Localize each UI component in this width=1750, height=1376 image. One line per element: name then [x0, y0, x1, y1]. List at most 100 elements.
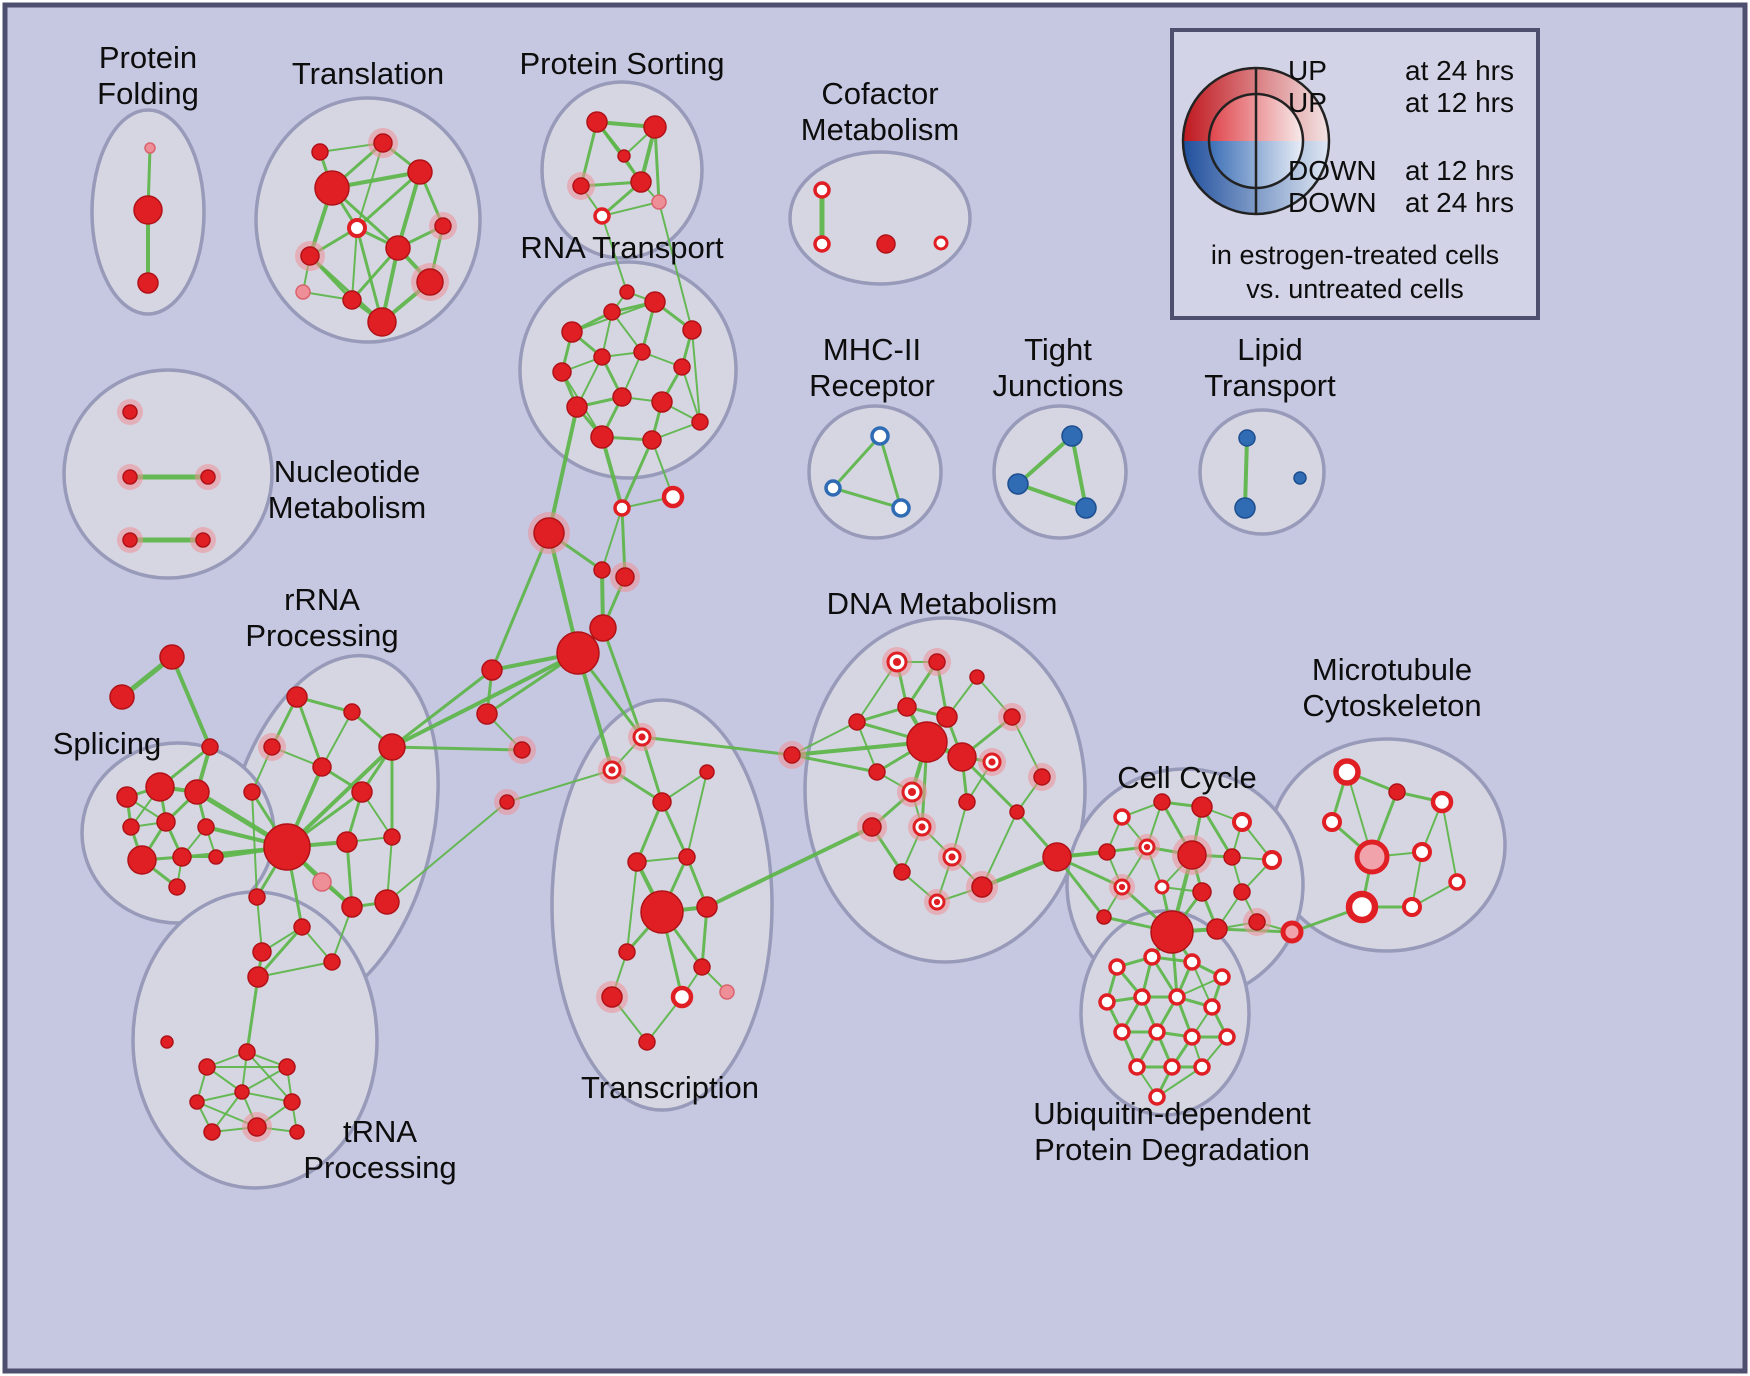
- network-node-ps3: [567, 172, 595, 200]
- network-node-pf3: [137, 272, 159, 294]
- network-edge: [635, 800, 664, 864]
- network-node-ub12: [1218, 1028, 1236, 1046]
- network-node-rr17: [323, 953, 341, 971]
- network-node-ub3: [1183, 953, 1201, 971]
- network-node-dm17: [1009, 804, 1025, 820]
- network-node-dm7: [998, 703, 1026, 731]
- network-node-cc16: [1096, 909, 1112, 925]
- network-node-ps6: [651, 194, 667, 210]
- network-node-rt8: [673, 358, 691, 376]
- network-node-rr9: [336, 831, 358, 853]
- network-node-ps7: [617, 149, 631, 163]
- network-node-dm8: [906, 721, 948, 763]
- network-node-tj1: [1061, 425, 1083, 447]
- network-node-ccL: [1042, 842, 1072, 872]
- network-node-rt12: [590, 425, 614, 449]
- network-node-ub11: [1183, 1028, 1201, 1046]
- network-node-cc1: [1113, 808, 1131, 826]
- cluster-ellipse-lipid-transport: [1198, 408, 1326, 536]
- network-node-mc6: [1412, 842, 1432, 862]
- network-node-c2: [661, 485, 685, 509]
- network-node-tc1: [628, 723, 656, 751]
- network-node-rt4: [682, 320, 702, 340]
- network-edge: [251, 791, 258, 898]
- network-node-t10: [367, 307, 397, 337]
- network-node-t9: [295, 284, 311, 300]
- network-edge: [390, 745, 524, 752]
- network-node-rt15: [619, 284, 635, 300]
- network-edge: [490, 531, 551, 672]
- cluster-label-lipid-transport: Lipid: [1237, 332, 1303, 367]
- network-node-tn3: [278, 1058, 296, 1076]
- network-node-ub2: [1143, 948, 1161, 966]
- network-node-dm6: [936, 706, 958, 728]
- network-node-c1: [613, 499, 631, 517]
- network-node-ub10: [1148, 1023, 1166, 1041]
- network-node-rt1: [561, 321, 583, 343]
- network-node-lt3: [1293, 471, 1307, 485]
- network-edge: [396, 170, 422, 250]
- network-node-dm14: [958, 793, 976, 811]
- network-node-tc2: [598, 756, 626, 784]
- network-node-dm15: [908, 813, 936, 841]
- cluster-label-cell-cycle: Cell Cycle: [1117, 760, 1257, 795]
- network-node-nm5: [190, 527, 216, 553]
- network-node-rt11: [651, 391, 673, 413]
- network-node-tc3: [652, 792, 672, 812]
- network-edge: [601, 626, 644, 739]
- network-node-mc7: [1345, 890, 1379, 924]
- network-edge: [658, 201, 693, 331]
- network-node-t1: [314, 170, 350, 206]
- network-edge: [547, 405, 579, 535]
- network-node-mc5: [1354, 839, 1390, 875]
- cluster-label-ubiquitin-degradation: Ubiquitin-dependent: [1033, 1096, 1311, 1131]
- network-edge: [626, 861, 638, 953]
- network-edge: [257, 961, 333, 978]
- network-node-i3: [508, 736, 536, 764]
- network-node-tn7: [203, 1123, 221, 1141]
- network-edge: [1070, 434, 1088, 510]
- cluster-label-cofactor-metabolism: Metabolism: [801, 112, 960, 147]
- network-node-mh2: [824, 479, 842, 497]
- network-node-rr14: [293, 918, 311, 936]
- network-node-sp2: [145, 772, 175, 802]
- network-node-tc10: [693, 958, 711, 976]
- network-node-cc7: [1172, 835, 1212, 875]
- network-edge: [506, 769, 613, 803]
- cluster-label-ubiquitin-degradation: Protein Degradation: [1034, 1132, 1310, 1167]
- network-node-dm4: [848, 713, 866, 731]
- network-edge: [351, 227, 358, 301]
- network-edge: [355, 226, 384, 324]
- network-edge: [1016, 434, 1074, 486]
- network-node-st3: [201, 738, 219, 756]
- network-node-dm3: [969, 669, 985, 685]
- network-node-tn8: [242, 1112, 272, 1142]
- network-node-rr10: [383, 828, 401, 846]
- network-node-ub14: [1163, 1058, 1181, 1076]
- network-node-tn4: [189, 1094, 205, 1110]
- network-node-st2: [109, 684, 135, 710]
- network-node-sp7: [127, 845, 157, 875]
- network-node-cm2: [813, 235, 831, 253]
- network-edge: [1156, 1066, 1203, 1098]
- network-node-nm2: [117, 464, 143, 490]
- cluster-label-rrna-processing: Processing: [245, 618, 398, 653]
- network-node-rt2: [603, 303, 621, 321]
- cluster-label-rrna-processing: rRNA: [284, 582, 360, 617]
- network-node-tc13: [719, 984, 735, 1000]
- network-node-pf2: [133, 195, 163, 225]
- cluster-label-dna-metabolism: DNA Metabolism: [827, 586, 1058, 621]
- network-node-sp3: [184, 779, 210, 805]
- network-node-cc14: [1150, 910, 1194, 954]
- network-node-rr15: [374, 889, 400, 915]
- network-node-ub7: [1168, 988, 1186, 1006]
- network-node-tc12: [670, 985, 694, 1009]
- network-node-tc8: [696, 896, 718, 918]
- cluster-label-mhc-ii-receptor: MHC-II: [823, 332, 921, 367]
- network-node-rt5: [552, 362, 572, 382]
- network-node-t8: [342, 290, 362, 310]
- cluster-label-protein-sorting: Protein Sorting: [519, 46, 724, 81]
- network-node-dm5: [897, 697, 917, 717]
- network-node-nm3: [195, 464, 221, 490]
- legend-direction-label: UP: [1288, 87, 1327, 118]
